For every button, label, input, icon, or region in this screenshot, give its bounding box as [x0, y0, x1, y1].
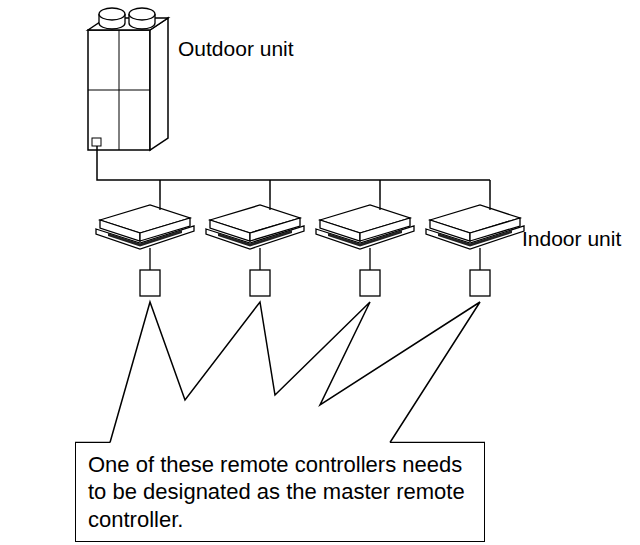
outdoor-unit — [88, 8, 168, 150]
fan-guard — [129, 8, 155, 20]
indoor-unit — [206, 200, 304, 296]
indoor-unit — [96, 200, 194, 296]
branch-pipe — [159, 180, 161, 200]
fan-guard — [99, 8, 125, 20]
branch-pipe — [379, 180, 381, 200]
callout-box: One of these remote controllers needs to… — [75, 443, 485, 543]
service-port — [92, 138, 101, 146]
branch-pipe — [269, 180, 271, 200]
indoor-unit — [316, 200, 414, 296]
branch-pipe — [489, 180, 491, 200]
callout-pointer — [110, 302, 480, 443]
panel-seam — [88, 90, 150, 91]
callout-fill — [110, 302, 480, 443]
part-label: Indoor unit — [522, 226, 621, 251]
refrigerant-pipe — [97, 146, 490, 180]
indoor-unit — [426, 200, 524, 296]
outdoor-front — [88, 30, 150, 150]
outdoor-side — [150, 18, 168, 150]
callout-text: One of these remote controllers needs to… — [88, 451, 472, 534]
part-label: Outdoor unit — [178, 36, 294, 61]
